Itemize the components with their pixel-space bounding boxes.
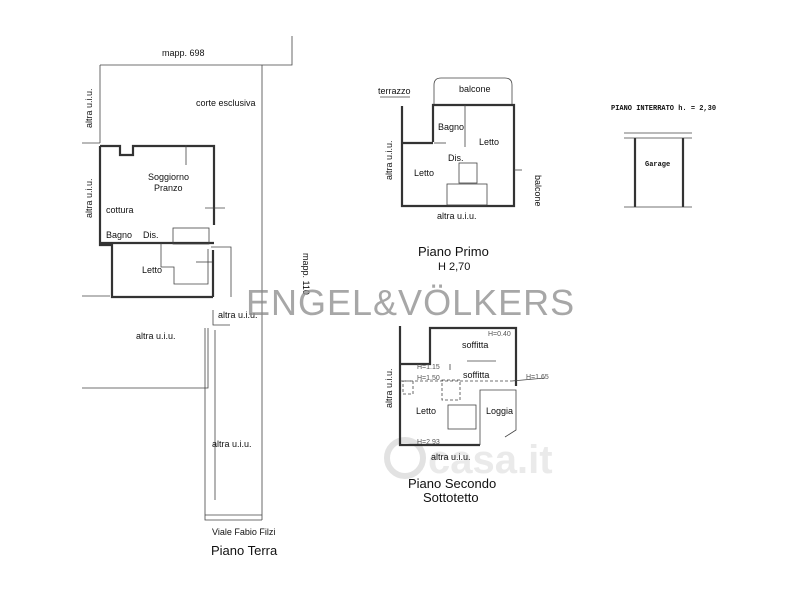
pranzo-label: Pranzo <box>154 183 183 193</box>
piano-secondo-plan: H=0.40 soffitta H=1.15 H=1.50 soffitta H… <box>384 326 549 505</box>
altra-uiu-label: altra u.i.u. <box>84 88 94 128</box>
altra-uiu-label: altra u.i.u. <box>384 140 394 180</box>
piano-terra-title: Piano Terra <box>211 543 278 558</box>
piano-interrato-title: PIANO INTERRATO h. = 2,30 <box>611 105 716 113</box>
street-label: Viale Fabio Filzi <box>212 527 275 537</box>
soffitta-label: soffitta <box>462 340 488 350</box>
height-label: H=1.50 <box>417 375 440 382</box>
mapp-110-label: mapp. 110 <box>301 253 311 295</box>
terrazzo-label: terrazzo <box>378 86 411 96</box>
corte-esclusiva-label: corte esclusiva <box>196 98 256 108</box>
bagno-label: Bagno <box>438 122 464 132</box>
altra-uiu-label: altra u.i.u. <box>136 331 176 341</box>
height-label: H=1.15 <box>417 364 440 371</box>
letto-label: Letto <box>414 168 434 178</box>
height-label: H=2.93 <box>417 439 440 446</box>
altra-uiu-label: altra u.i.u. <box>431 452 471 462</box>
piano-terra-plan: mapp. 698 corte esclusiva altra u.i.u. a… <box>82 36 311 558</box>
height-label: H=0.40 <box>488 331 511 338</box>
engel-volkers-watermark: ENGEL&VÖLKERS <box>246 282 575 323</box>
loggia-label: Loggia <box>486 406 513 416</box>
altra-uiu-label: altra u.i.u. <box>437 211 477 221</box>
letto-label: Letto <box>479 137 499 147</box>
altra-uiu-label: altra u.i.u. <box>384 368 394 408</box>
height-label: H=1.65 <box>526 374 549 381</box>
altra-uiu-label: altra u.i.u. <box>84 178 94 218</box>
balcone-label: balcone <box>533 175 543 207</box>
mapp-698-label: mapp. 698 <box>162 48 205 58</box>
altra-uiu-label: altra u.i.u. <box>218 310 258 320</box>
altra-uiu-label: altra u.i.u. <box>212 439 252 449</box>
piano-interrato-plan: PIANO INTERRATO h. = 2,30 Garage <box>611 105 716 208</box>
piano-secondo-subtitle: Sottotetto <box>423 490 479 505</box>
soffitta-label: soffitta <box>463 370 489 380</box>
soggiorno-label: Soggiorno <box>148 172 189 182</box>
piano-primo-height: H 2,70 <box>438 261 470 273</box>
letto-label: Letto <box>416 406 436 416</box>
garage-label: Garage <box>645 161 670 169</box>
cottura-label: cottura <box>106 205 134 215</box>
dis-label: Dis. <box>143 230 159 240</box>
piano-secondo-title: Piano Secondo <box>408 476 496 491</box>
letto-label: Letto <box>142 265 162 275</box>
bagno-label: Bagno <box>106 230 132 240</box>
piano-primo-title: Piano Primo <box>418 244 489 259</box>
piano-primo-plan: terrazzo balcone Bagno Letto Dis. Letto … <box>378 77 543 273</box>
balcone-label: balcone <box>459 84 491 94</box>
dis-label: Dis. <box>448 153 464 163</box>
